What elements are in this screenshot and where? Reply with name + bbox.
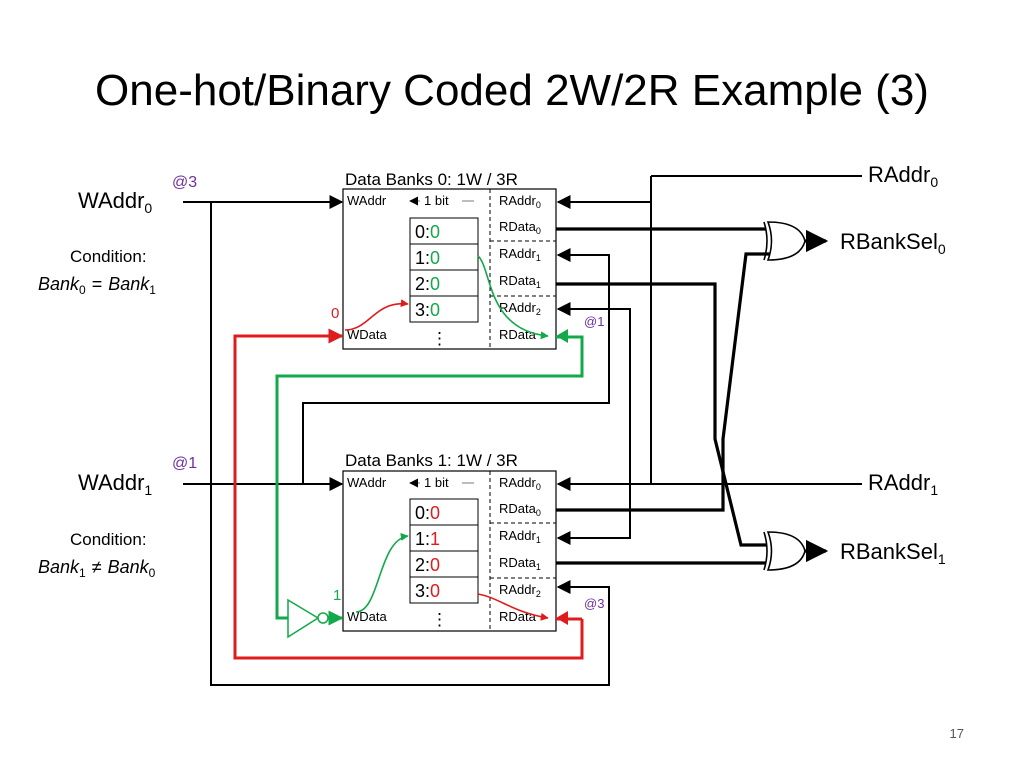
rbanksel0-label: RBankSel0	[840, 229, 946, 257]
bank1-bit-width: 1 bit	[409, 475, 474, 490]
at1-annotation-right: @1	[584, 314, 604, 329]
raddr0-output-label: RAddr0	[868, 162, 938, 190]
bank1-ellipsis: ⋮	[431, 610, 448, 629]
bank1-cell-3: 3:0	[415, 581, 440, 601]
at3-annotation-top: @3	[172, 174, 197, 191]
at3-annotation-right: @3	[584, 596, 604, 611]
xor-gate-1	[763, 531, 806, 571]
bank0-bit-width: 1 bit	[409, 193, 474, 208]
condition1-label: Condition:	[70, 530, 147, 549]
bank0-port-rdata2: RData	[499, 327, 537, 342]
data-wires	[556, 227, 829, 565]
bank0-write-value: 0	[331, 305, 339, 322]
bank0-port-raddr1: RAddr1	[499, 246, 541, 263]
bank1-write-value: 1	[333, 587, 341, 604]
bank1-port-raddr1: RAddr1	[499, 528, 541, 545]
bank0-bit-label: 1 bit	[424, 193, 449, 208]
bank1-cells: 0:0 1:1 2:0 3:0 ⋮	[409, 498, 479, 629]
bank1-port-rdata2: RData	[499, 609, 537, 624]
bank0-ellipsis: ⋮	[431, 329, 448, 348]
bank0-waddr-label: WAddr	[347, 193, 387, 208]
bank0-cell-1: 1:0	[415, 248, 440, 268]
bank1-cell-0: 0:0	[415, 503, 440, 523]
bank0-port-rdata1: RData1	[499, 273, 541, 290]
at1-annotation-bottom: @1	[172, 455, 197, 472]
port-arrowheads	[556, 329, 568, 625]
black-wires	[183, 175, 862, 686]
rbanksel1-label: RBankSel1	[840, 539, 946, 567]
waddr0-label: WAddr0	[78, 188, 152, 216]
page-number: 17	[949, 726, 964, 741]
bank1-port-rdata0: RData0	[499, 501, 541, 518]
bank0-cell-0: 0:0	[415, 222, 440, 242]
condition0-label: Condition:	[70, 247, 147, 266]
data-bank-1: Data Banks 1: 1W / 3R WAddr WData 1 bit …	[342, 451, 557, 632]
bank0-wdata-label: WData	[347, 327, 388, 342]
bank1-bit-label: 1 bit	[424, 475, 449, 490]
bank0-port-rdata0: RData0	[499, 219, 541, 236]
bank1-port-raddr0: RAddr0	[499, 475, 541, 492]
raddr1-output-label: RAddr1	[868, 470, 938, 498]
condition1-expr: Bank1≠Bank0	[38, 557, 156, 580]
data-bank-0: Data Banks 0: 1W / 3R WAddr WData 1 bit …	[342, 170, 557, 350]
slide-title: One-hot/Binary Coded 2W/2R Example (3)	[95, 66, 929, 115]
green-path	[275, 255, 584, 626]
condition0-expr: Bank0=Bank1	[38, 274, 156, 297]
bank1-title: Data Banks 1: 1W / 3R	[345, 451, 518, 470]
bank1-cell-1: 1:1	[415, 529, 440, 549]
bank0-port-raddr2: RAddr2	[499, 300, 541, 317]
inverter-icon	[287, 598, 329, 639]
bank1-port-raddr2: RAddr2	[499, 582, 541, 599]
bank0-title: Data Banks 0: 1W / 3R	[345, 170, 518, 189]
bank0-cell-2: 2:0	[415, 274, 440, 294]
bank1-port-rdata1: RData1	[499, 555, 541, 572]
waddr1-label: WAddr1	[78, 470, 152, 498]
bank1-waddr-label: WAddr	[347, 475, 387, 490]
bank1-wdata-label: WData	[347, 609, 388, 624]
bank0-cell-3: 3:0	[415, 300, 440, 320]
xor-gate-0	[763, 221, 806, 261]
bank1-cell-2: 2:0	[415, 555, 440, 575]
bank0-port-raddr0: RAddr0	[499, 193, 541, 210]
bank0-cells: 0:0 1:0 2:0 3:0 ⋮	[409, 217, 479, 348]
